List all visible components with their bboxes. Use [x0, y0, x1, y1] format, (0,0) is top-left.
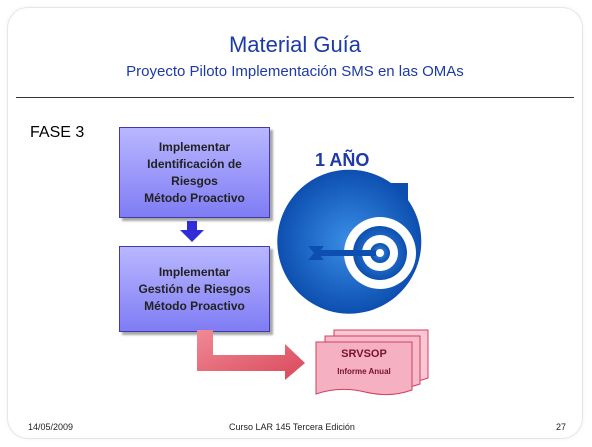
down-arrow-icon: [180, 221, 204, 242]
document-title: SRVSOP: [341, 348, 387, 360]
footer-course: Curso LAR 145 Tercera Edición: [229, 422, 355, 432]
step2-line: Método Proactivo: [144, 298, 245, 313]
step1-line: Riesgos: [171, 173, 218, 188]
step2-line: Implementar: [158, 264, 231, 279]
step1-line: Implementar: [158, 139, 231, 154]
document-subtitle: Informe Anual: [337, 367, 391, 376]
target-with-arrow-icon: [277, 169, 422, 314]
step1-line: Método Proactivo: [144, 190, 245, 205]
slide-title: Material Guía: [228, 32, 362, 57]
footer-date: 14/05/2009: [28, 422, 74, 432]
footer-page-number: 27: [556, 422, 567, 432]
step-box-identification: Implementar Identificación de Riesgos Mé…: [119, 127, 270, 218]
bent-arrow-icon: [197, 330, 305, 380]
step2-line: Gestión de Riesgos: [138, 281, 251, 296]
step1-line: Identificación de: [147, 156, 242, 171]
title-divider: [16, 97, 574, 98]
slide: Material Guía Proyecto Piloto Implementa…: [8, 8, 582, 438]
slide-subtitle: Proyecto Piloto Implementación SMS en la…: [126, 63, 464, 80]
phase-label: FASE 3: [30, 124, 85, 141]
step-box-management: Implementar Gestión de Riesgos Método Pr…: [119, 246, 270, 332]
document-stack-icon: [315, 329, 429, 396]
duration-label: 1 AÑO: [315, 150, 370, 170]
